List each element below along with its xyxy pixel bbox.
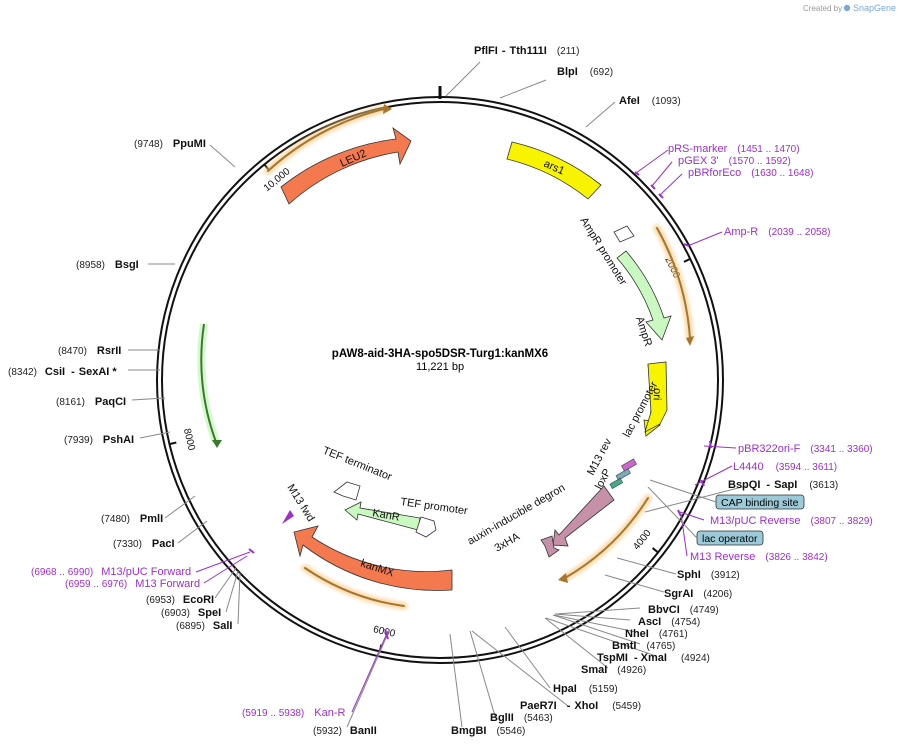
backbone-inner bbox=[161, 101, 719, 659]
primer-labels: pRS-marker(1451 .. 1470) pGEX 3'(1570 ..… bbox=[31, 143, 873, 719]
enzyme-labels: PflFI-Tth111I(211) BlpI(692) AfeI(1093) … bbox=[8, 45, 838, 737]
enzyme-label-ecori[interactable]: (6953)EcoRI bbox=[146, 594, 214, 606]
enzyme-label-afei[interactable]: AfeI(1093) bbox=[619, 95, 681, 107]
primer-callout-lines bbox=[195, 149, 737, 713]
plasmid-size: 11,221 bp bbox=[416, 361, 464, 373]
tef-promoter-label: TEF promoter bbox=[400, 496, 469, 517]
primer-label-pbr322ori-f[interactable]: pBR322ori-F(3341 .. 3360) bbox=[738, 443, 873, 455]
enzyme-label-bmgbi[interactable]: BmgBI(5546) bbox=[451, 725, 525, 737]
enzyme-label-bmti[interactable]: BmtI(4765) bbox=[612, 640, 675, 652]
track3-arrow-icon bbox=[558, 573, 568, 583]
plasmid-name: pAW8-aid-3HA-spo5DSR-Turg1:kanMX6 bbox=[332, 348, 548, 360]
kanr-label: KanR bbox=[371, 507, 400, 524]
enzyme-label-sphi[interactable]: SphI(3912) bbox=[677, 569, 740, 581]
primer-label-pgex3[interactable]: pGEX 3'(1570 .. 1592) bbox=[678, 155, 791, 167]
enzyme-label-asci[interactable]: AscI(4754) bbox=[638, 616, 700, 628]
enzyme-label-smai[interactable]: SmaI(4926) bbox=[581, 664, 646, 676]
enzyme-label-ppumi[interactable]: (9748)PpuMI bbox=[134, 138, 206, 150]
tick-label: 4000 bbox=[631, 528, 654, 553]
cap-binding-site-label: CAP binding site bbox=[721, 497, 799, 509]
primer-marks bbox=[248, 171, 712, 640]
green-track bbox=[200, 323, 217, 443]
green-track-glow bbox=[197, 323, 220, 444]
enzyme-label-pmli[interactable]: (7480)PmlI bbox=[101, 513, 163, 525]
tef-promoter-feature bbox=[415, 516, 437, 538]
orange-tracks bbox=[264, 105, 694, 610]
enzyme-label-paer7i[interactable]: PaeR7I-XhoI(5459) bbox=[520, 700, 641, 712]
lac-callout bbox=[647, 486, 698, 539]
credit-brand: SnapGene bbox=[853, 3, 896, 13]
ori-label: ori bbox=[651, 388, 663, 401]
enzyme-label-hpai[interactable]: HpaI(5159) bbox=[553, 683, 618, 695]
tick-label: 8000 bbox=[181, 427, 197, 452]
primer-label-kan-r[interactable]: (5919 .. 5938)Kan-R bbox=[242, 707, 346, 719]
green-track-arrow-icon bbox=[212, 440, 222, 448]
ha-feature bbox=[540, 535, 560, 558]
leu2-feature bbox=[280, 127, 412, 205]
enzyme-label-rsrii[interactable]: (8470)RsrII bbox=[58, 345, 121, 357]
ampr-feature bbox=[616, 250, 672, 341]
aid-feature bbox=[552, 485, 615, 547]
credit-text: Created by bbox=[803, 4, 842, 13]
enzyme-label-nhei[interactable]: NheI(4761) bbox=[625, 628, 688, 640]
m13-fwd-feature bbox=[282, 510, 294, 524]
ha-label: 3xHA bbox=[493, 530, 523, 554]
enzyme-label-sali[interactable]: (6895)SalI bbox=[176, 620, 232, 632]
enzyme-label-bglii[interactable]: BglII(5463) bbox=[490, 712, 553, 724]
lac-region-marks bbox=[609, 458, 637, 489]
enzyme-label-blpi[interactable]: BlpI(692) bbox=[557, 66, 613, 78]
primer-label-pbrforeco[interactable]: pBRforEco(1630 .. 1648) bbox=[688, 167, 813, 179]
kanmx-feature bbox=[293, 525, 453, 591]
track2-arrow-icon bbox=[686, 336, 694, 346]
primer-label-m13-forward[interactable]: (6959 .. 6976)M13 Forward bbox=[65, 578, 200, 590]
cap-callout bbox=[649, 479, 717, 503]
tick-label: 6000 bbox=[372, 624, 397, 640]
kanr-feature bbox=[344, 501, 421, 531]
ampr-promoter-feature bbox=[613, 225, 635, 243]
enzyme-label-tspmi[interactable]: TspMI-XmaI(4924) bbox=[597, 652, 710, 664]
primer-label-m13-puc-reverse[interactable]: M13/pUC Reverse(3807 .. 3829) bbox=[710, 515, 873, 527]
ori-feature-body bbox=[644, 361, 668, 433]
primer-label-m13-puc-forward[interactable]: (6968 .. 6990)M13/pUC Forward bbox=[31, 566, 191, 578]
ars1-feature bbox=[506, 141, 602, 200]
enzyme-label-csii[interactable]: (8342)CsiI-SexAI * bbox=[8, 366, 117, 378]
ampr-promoter-label: AmpR promoter bbox=[577, 215, 628, 287]
enzyme-label-bspqi[interactable]: BspQI-SapI(3613) bbox=[728, 479, 838, 491]
enzyme-label-bsgi[interactable]: (8958)BsgI bbox=[76, 259, 139, 271]
snapgene-logo-icon bbox=[843, 4, 851, 12]
tef-terminator-feature bbox=[333, 481, 361, 501]
tick-mark bbox=[651, 547, 659, 554]
enzyme-label-pshai[interactable]: (7939)PshAI bbox=[64, 434, 134, 446]
primer-label-m13-reverse[interactable]: M13 Reverse(3826 .. 3842) bbox=[690, 551, 828, 563]
enzyme-label-banii[interactable]: (5932)BanII bbox=[313, 725, 377, 737]
enzyme-label-paqci[interactable]: (8161)PaqCI bbox=[56, 396, 126, 408]
tick-mark bbox=[169, 441, 177, 446]
lac-operator-label: lac operator bbox=[702, 533, 758, 545]
tick-mark bbox=[683, 257, 691, 263]
enzyme-label-sgrai[interactable]: SgrAI(4206) bbox=[664, 588, 732, 600]
enzyme-label-paci[interactable]: (7330)PacI bbox=[113, 538, 175, 550]
enzyme-label-spei[interactable]: (6903)SpeI bbox=[161, 607, 221, 619]
enzyme-label-pflfi[interactable]: PflFI-Tth111I(211) bbox=[474, 45, 579, 57]
ampr-label: AmpR bbox=[633, 315, 654, 348]
primer-label-amp-r[interactable]: Amp-R(2039 .. 2058) bbox=[724, 226, 831, 238]
callout-lines bbox=[128, 61, 747, 728]
tef-terminator-label: TEF terminator bbox=[321, 445, 394, 484]
primer-label-prs-marker[interactable]: pRS-marker(1451 .. 1470) bbox=[668, 143, 800, 155]
track1-arrow-icon bbox=[383, 104, 392, 114]
enzyme-label-bbvci[interactable]: BbvCI(4749) bbox=[648, 604, 719, 616]
primer-label-l4440[interactable]: L4440(3594 .. 3611) bbox=[733, 461, 837, 473]
